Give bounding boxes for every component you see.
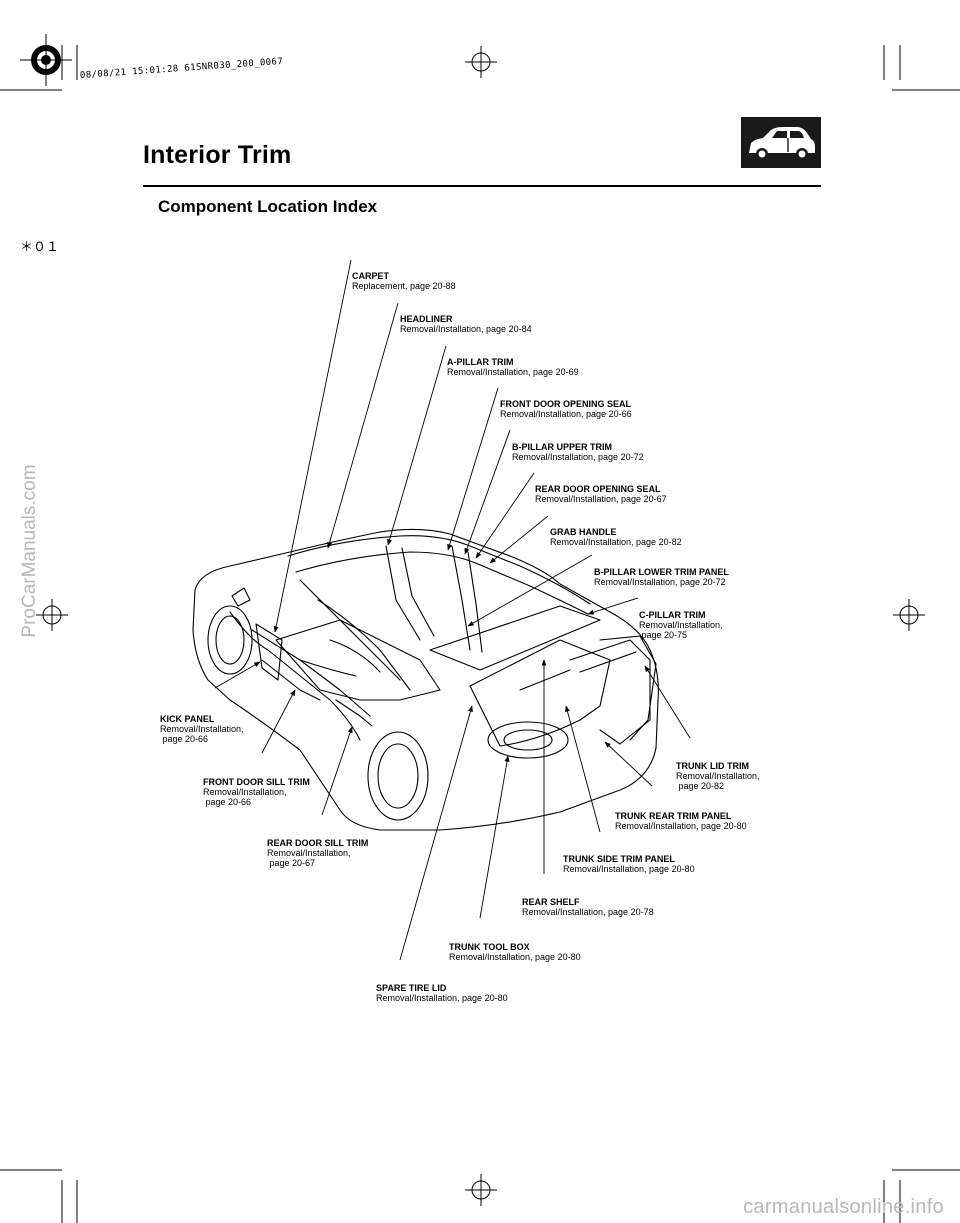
title-rule [143,185,821,187]
leader-c-pillar-trim [587,597,639,615]
leader-trunk-lid-trim [644,665,691,739]
leader-b-pillar-upper-trim [464,429,511,555]
leader-carpet [273,259,352,633]
page-marker: ＊０１ [20,240,60,255]
leader-rear-door-opening-seal [475,472,535,559]
leader-b-pillar-lower-trim-panel [467,554,593,627]
leader-a-pillar-trim [387,345,447,546]
leader-headliner [327,302,399,549]
registration-target-icon [20,34,72,86]
leader-trunk-tool-box [479,755,510,919]
page-title: Interior Trim [143,141,292,169]
car-body-outline [192,528,659,831]
section-title: Component Location Index [158,197,378,216]
leader-grab-handle [489,515,549,564]
leader-kick-panel [214,661,261,689]
leader-trunk-side-trim-panel [565,705,601,833]
leader-front-door-opening-seal [447,387,499,551]
footer-watermark: carmanualsonline.info [743,1196,944,1218]
leader-front-door-sill-trim [261,689,296,754]
leader-trunk-rear-trim-panel [604,741,653,787]
leader-spare-tire-lid [399,705,473,961]
car-side-icon [741,117,821,168]
leader-rear-door-sill-trim [321,726,353,816]
